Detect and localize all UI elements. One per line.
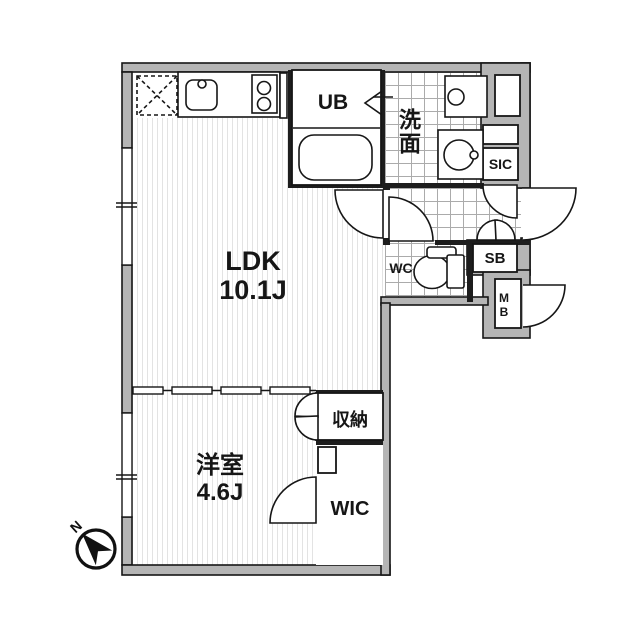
kitchen (136, 71, 288, 119)
bathtub-icon (298, 134, 373, 181)
entrance-door-icon (522, 187, 577, 241)
kitchen-panel (279, 72, 288, 119)
meter-box-door-icon (522, 284, 566, 328)
shoe-box (472, 243, 518, 273)
washroom-fixtures (437, 75, 488, 180)
meter-box (494, 278, 522, 329)
ldk-door-icon (334, 189, 384, 239)
shoe-in-closet-box (482, 147, 519, 181)
upper-box (482, 124, 519, 145)
wic-door-icon (269, 476, 317, 524)
entry-folding-door-icon (476, 219, 516, 241)
faucet-icon (197, 79, 207, 89)
pipe-space-box (494, 74, 521, 117)
storage-folding-door-icon (294, 392, 319, 441)
bathroom-fixtures (293, 90, 393, 181)
compass-north-label: N (67, 517, 85, 536)
compass-icon: N (67, 517, 117, 570)
doors (269, 184, 577, 524)
storage-room (315, 392, 384, 441)
window-icon (116, 147, 137, 518)
pillar-duct (317, 446, 337, 474)
sliding-partition (132, 386, 316, 395)
sic-door-icon (482, 184, 518, 219)
bath-door-icon (363, 90, 393, 116)
toilet-icon (413, 246, 465, 290)
wc-door-icon (388, 196, 434, 242)
refrigerator-icon (136, 75, 178, 116)
